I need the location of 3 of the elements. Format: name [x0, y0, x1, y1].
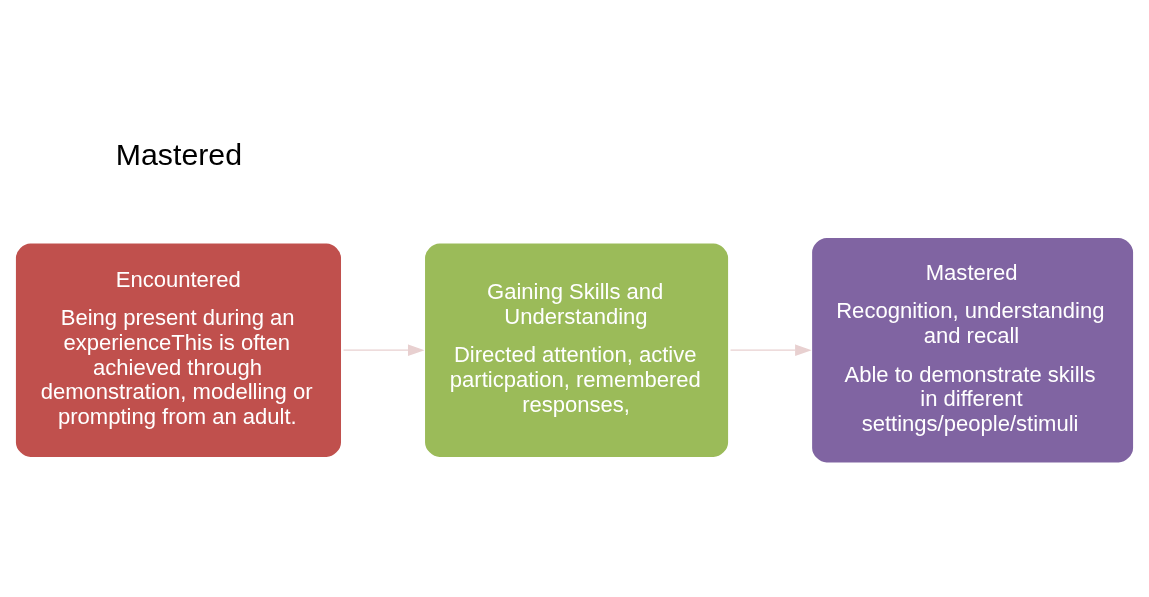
arrow: [729, 344, 812, 356]
label: Mastered: [115, 138, 243, 172]
arrow: [342, 344, 425, 356]
